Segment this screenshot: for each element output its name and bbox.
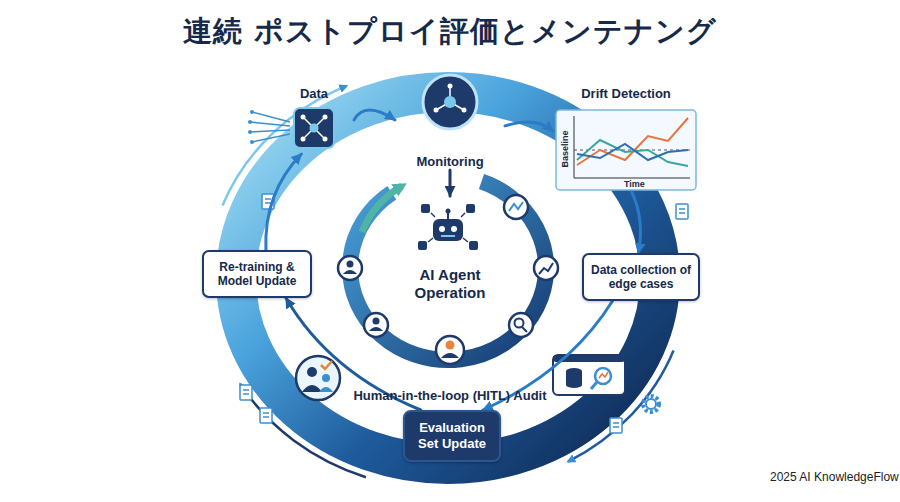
monitoring-node: Monitoring xyxy=(395,70,505,170)
monitoring-icon xyxy=(423,75,477,129)
data-icon xyxy=(248,108,334,148)
flow-arrow xyxy=(505,122,553,131)
process-box: Re-training & Model Update xyxy=(202,250,312,298)
watermark: 2025 AI KnowledgeFlow xyxy=(770,470,899,484)
document-icons xyxy=(240,194,688,433)
hitl-icon xyxy=(296,356,340,400)
cycle-arrow xyxy=(240,384,366,477)
node-heading: AI Agent Operation xyxy=(392,266,508,302)
box-text: Evaluation Set Update xyxy=(409,420,495,451)
gear-icon xyxy=(643,396,659,412)
flow-arrow xyxy=(449,170,452,196)
data-node: Data xyxy=(274,86,354,154)
cycle-arrow xyxy=(223,86,347,206)
drift-detection-node: Drift Detection xyxy=(553,86,699,192)
inner-ring xyxy=(350,182,546,360)
box-text: Re-training & Model Update xyxy=(208,260,306,289)
flow-arrow xyxy=(632,192,641,253)
axis-label: Time xyxy=(624,179,645,189)
drift-chart xyxy=(556,110,696,190)
flow-arrow xyxy=(266,154,302,250)
process-box: Data collection of edge cases xyxy=(582,253,700,301)
process-box: Evaluation Set Update xyxy=(403,410,501,462)
node-heading: Human-in-the-loop (HITL) Audit xyxy=(353,388,546,404)
agent-node: AI Agent Operation xyxy=(392,196,508,302)
node-heading: Data xyxy=(300,86,328,102)
robot-icon xyxy=(418,204,478,250)
hitl-node: Human-in-the-loop (HITL) Audit xyxy=(352,332,548,404)
inner-ring-icons xyxy=(338,195,558,364)
inner-ring-arrow xyxy=(362,186,402,232)
node-heading: Drift Detection xyxy=(581,86,671,102)
axis-label: Baseline xyxy=(560,130,570,167)
node-heading: Monitoring xyxy=(416,154,483,170)
box-text: Data collection of edge cases xyxy=(588,263,694,292)
collection-icon xyxy=(553,355,625,395)
diagram-title: 連続 ポストプロイ評価とメンテナング xyxy=(0,12,900,52)
flow-arrow xyxy=(354,110,395,120)
